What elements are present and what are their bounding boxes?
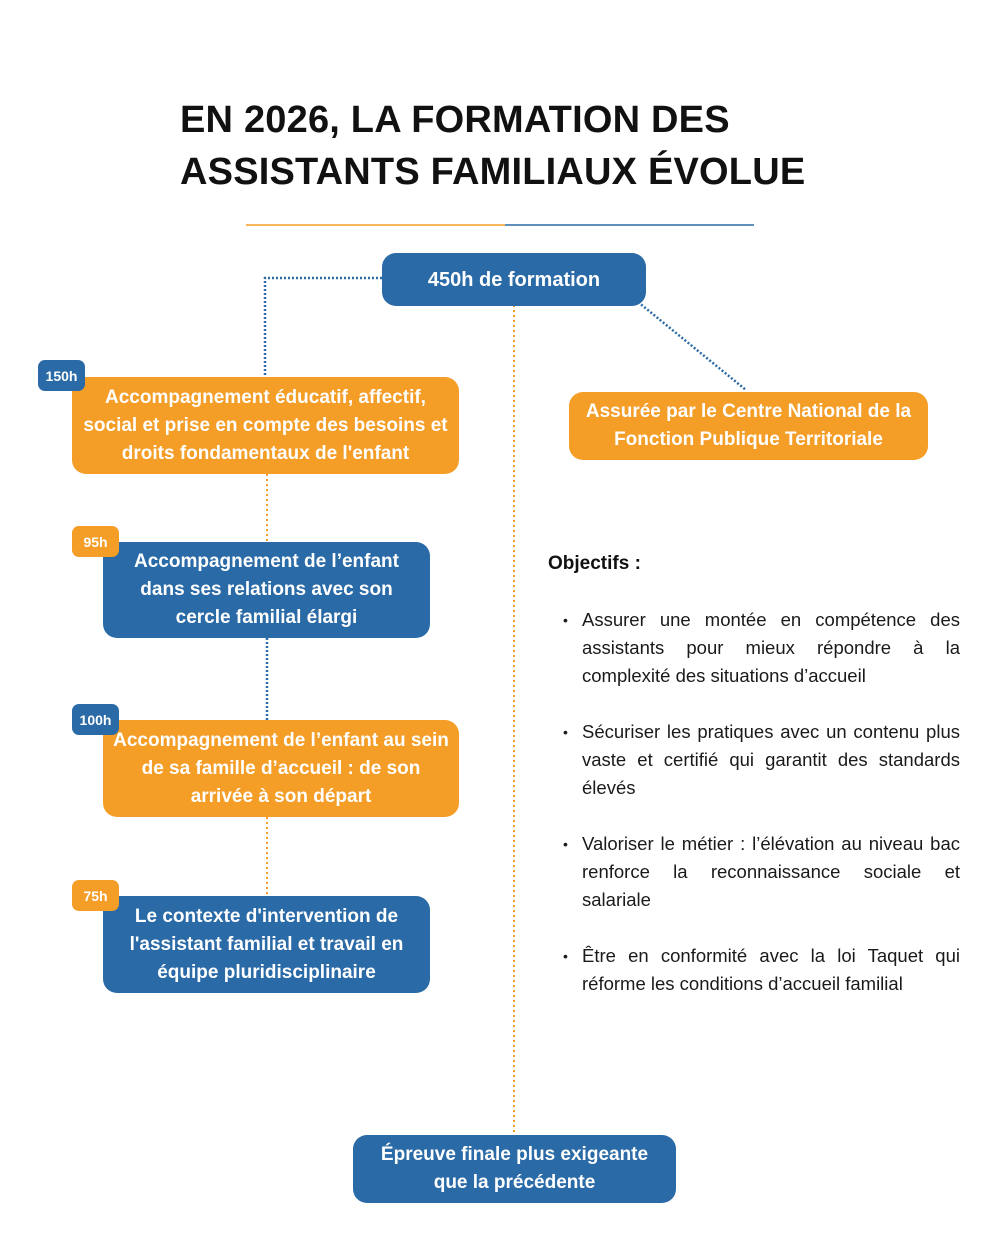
module-box: Accompagnement de l’enfant dans ses rela… xyxy=(103,542,430,638)
title-line-2: ASSISTANTS FAMILIAUX ÉVOLUE xyxy=(180,151,806,193)
module-label: Accompagnement éducatif, affectif, socia… xyxy=(83,386,448,464)
objective-item: Assurer une montée en compétence des ass… xyxy=(563,606,960,690)
hours-badge: 95h xyxy=(72,526,119,557)
module-label: Accompagnement de l’enfant au sein de sa… xyxy=(113,729,449,807)
root-box: 450h de formation xyxy=(382,253,646,306)
final-exam-label: Épreuve finale plus exigeante que la pré… xyxy=(380,1144,649,1193)
connector-root-to-module1 xyxy=(263,276,382,378)
objective-item: Sécuriser les pratiques avec un contenu … xyxy=(563,718,960,802)
root-label: 450h de formation xyxy=(427,268,601,291)
connector-root-to-provider xyxy=(637,301,747,391)
objectives-list: Assurer une montée en compétence des ass… xyxy=(563,606,960,1026)
provider-box: Assurée par le Centre National de la Fon… xyxy=(569,392,928,460)
module-box: Accompagnement éducatif, affectif, socia… xyxy=(72,377,459,474)
module-label: Accompagnement de l’enfant dans ses rela… xyxy=(134,551,399,628)
final-exam-box: Épreuve finale plus exigeante que la pré… xyxy=(353,1135,676,1203)
hours-badge: 100h xyxy=(72,704,119,735)
provider-label: Assurée par le Centre National de la Fon… xyxy=(585,401,912,450)
page-title: EN 2026, LA FORMATION DES ASSISTANTS FAMI… xyxy=(180,94,805,198)
objective-item: Être en conformité avec la loi Taquet qu… xyxy=(563,942,960,998)
objectives-title: Objectifs : xyxy=(548,553,641,574)
hours-badge: 75h xyxy=(72,880,119,911)
title-line-1: EN 2026, LA FORMATION DES xyxy=(180,99,730,141)
hours-badge: 150h xyxy=(38,360,85,391)
module-box: Le contexte d'intervention de l'assistan… xyxy=(103,896,430,993)
module-box: Accompagnement de l’enfant au sein de sa… xyxy=(103,720,459,817)
module-label: Le contexte d'intervention de l'assistan… xyxy=(129,905,404,983)
objective-item: Valoriser le métier : l’élévation au niv… xyxy=(563,830,960,914)
